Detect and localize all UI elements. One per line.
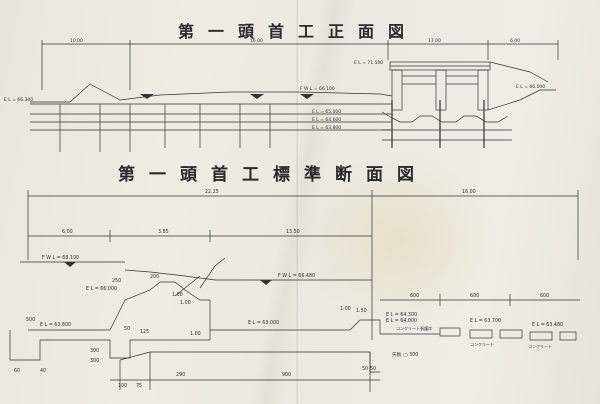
front-dim-label: 17.00: [428, 38, 441, 44]
bottom-dim-label: 60: [14, 368, 20, 374]
water-level-marker-icon: [260, 280, 272, 285]
section-dim-right: 16.00: [462, 189, 476, 195]
misc-dim-label: 1.00: [180, 300, 191, 306]
front-right-bank: [487, 89, 556, 111]
bottom-dim-label: 40: [40, 368, 46, 374]
front-el-level: E L = 65.000: [312, 109, 341, 115]
section-dim-sub: 6.00: [62, 229, 73, 235]
el-apron-right-label: E L = 64.300: [386, 312, 417, 318]
misc-dim-label: 250: [112, 278, 121, 284]
fwl-upstream-label: F W L = 68.100: [42, 255, 79, 261]
downstream-apron-top: [210, 319, 372, 331]
misc-dim-label: 50: [124, 326, 130, 332]
section-dim-sub: 3.85: [158, 229, 169, 235]
gate-bridge-approach: [489, 61, 549, 83]
el-end1-label: E L = 63.700: [470, 318, 501, 324]
front-view: [30, 40, 559, 152]
front-dim-label: 6.00: [510, 38, 520, 44]
bottom-dim-label: 75: [136, 383, 142, 389]
bottom-dim-label: 900: [282, 372, 291, 378]
riprap-block: [439, 327, 461, 337]
front-ground-line: [30, 83, 393, 103]
front-fwl-label: F W L = 66.100: [300, 86, 335, 92]
misc-dim-label: 500: [26, 317, 35, 323]
front-el-left: E L = 66.300: [4, 97, 33, 103]
weir-profile: [28, 281, 210, 331]
riprap-step: [372, 319, 440, 335]
riprap-block: [499, 329, 523, 339]
front-gate-el: E L = 71.500: [354, 60, 383, 66]
right-dim-label: 600: [410, 293, 419, 299]
fwl-downstream-label: F W L = 66.480: [278, 273, 315, 279]
bottom-dim-label: 50: [370, 366, 376, 372]
right-dim-label: 600: [470, 293, 479, 299]
front-el-level: E L = 64.600: [312, 117, 341, 123]
water-level-marker-icon: [300, 94, 314, 99]
front-view-title: 第一頭首工正面図: [178, 22, 419, 41]
bottom-dim-label: 1.50: [356, 308, 367, 314]
weir-downstream-slope: [199, 257, 226, 289]
misc-dim-label: 125: [140, 329, 149, 335]
el-apron-mid-label: E L = 63.000: [248, 320, 279, 326]
water-level-marker-icon: [140, 94, 154, 99]
sheet-pile-note: 矢板 ▢ 300: [392, 351, 418, 358]
downstream-apron-bottom: [119, 351, 380, 373]
riprap-note: コンクリート張護岸: [396, 325, 432, 331]
front-dim-label: 16.00: [250, 38, 263, 44]
water-level-marker-icon: [250, 94, 264, 99]
front-el-right: E L = 66.000: [516, 84, 545, 90]
gate-pier: [477, 69, 489, 111]
riprap-block: [469, 329, 493, 339]
right-dim-label: 600: [540, 293, 549, 299]
el-end2-label: E L = 63.480: [532, 322, 563, 328]
weir-crest-curve: [124, 269, 216, 281]
misc-dim-label: 200: [150, 274, 159, 280]
misc-dim-label: 300: [90, 348, 99, 354]
section-dim-total: 22.25: [205, 189, 219, 195]
el-apron-right2-label: E L = 64.000: [386, 318, 417, 324]
bottom-dim-label: 290: [176, 372, 185, 378]
riprap-note: コンクリート: [528, 343, 552, 349]
weir-slope-line: [174, 275, 201, 297]
front-dim-label: 10.00: [70, 38, 83, 44]
front-foundation-arches: [381, 111, 509, 123]
gate-pier: [391, 69, 403, 111]
el-crest-label: E L = 66.000: [86, 286, 117, 292]
riprap-block: [529, 331, 553, 341]
bottom-dim-label: 100: [118, 383, 127, 389]
water-level-marker-icon: [64, 262, 76, 267]
bottom-dim-label: 50: [362, 366, 368, 372]
bottom-dim-label: 1.00: [190, 331, 201, 337]
section-dim-sub: 13.50: [286, 229, 300, 235]
paper-fold: [296, 0, 300, 404]
bottom-dim-label: 300: [90, 358, 99, 364]
misc-dim-label: 1.00: [172, 292, 183, 298]
riprap-block: [559, 331, 577, 341]
section-view-title: 第一頭首工標準断面図: [118, 165, 428, 185]
section-view: [9, 190, 580, 392]
bottom-dim-label: 1.00: [340, 306, 351, 312]
gate-pier: [435, 69, 447, 111]
front-el-level: E L = 63.800: [312, 125, 341, 131]
upstream-apron: [9, 330, 210, 361]
el-apron-left-label: E L = 63.800: [40, 322, 71, 328]
riprap-note: コンクリート: [470, 341, 494, 347]
